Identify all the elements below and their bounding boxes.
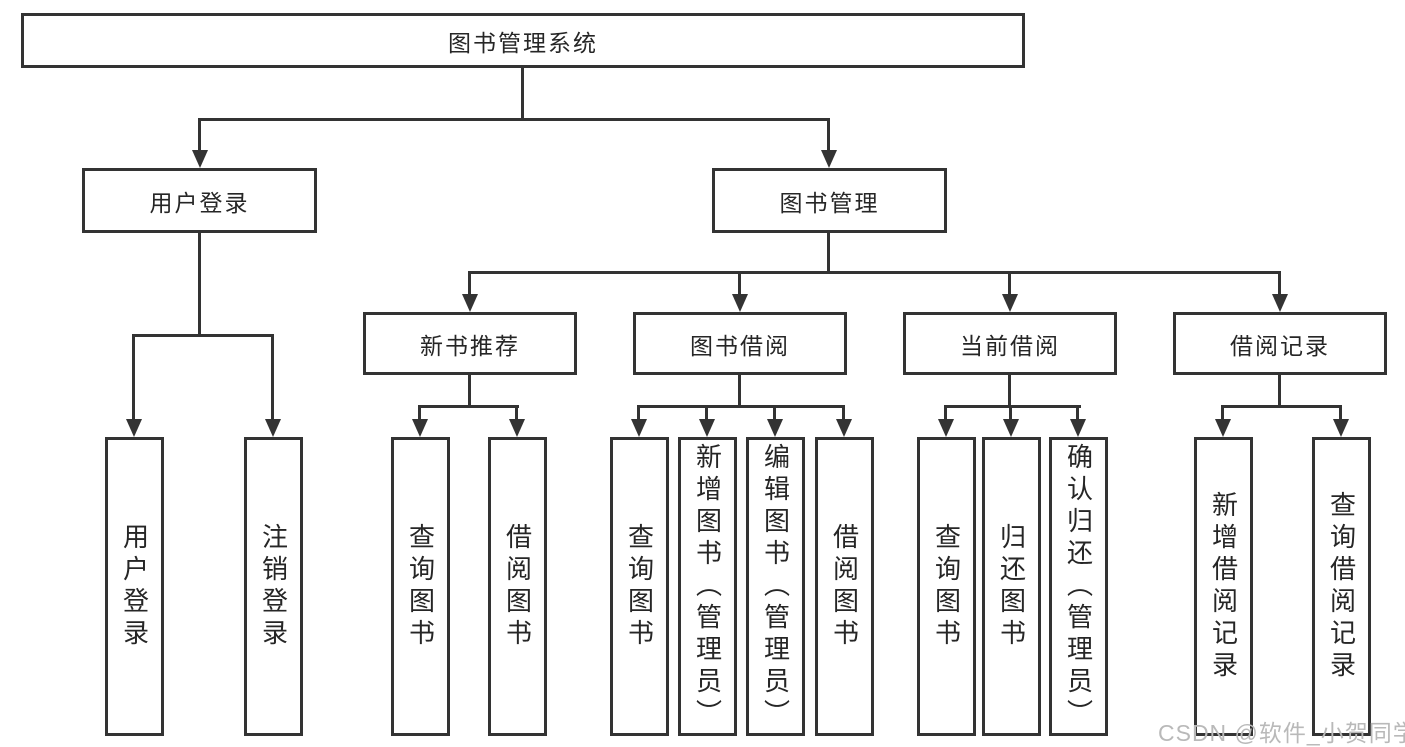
arrow-down-icon <box>631 419 647 437</box>
connector-user-login-branch <box>132 334 274 337</box>
connector-user-login-stem <box>198 233 201 336</box>
connector-leaf-drop <box>705 405 708 420</box>
arrow-down-icon <box>732 294 748 312</box>
leaf-user-login: 用户登录 <box>105 437 164 736</box>
connector-book-management-stem <box>827 233 830 273</box>
node-borrow-record: 借阅记录 <box>1173 312 1387 375</box>
connector-leaf-drop <box>1076 405 1079 420</box>
connector-borrow-record-branch <box>1221 405 1342 408</box>
leaf-return-book: 归还图书 <box>982 437 1041 736</box>
connector-leaf-drop <box>132 334 135 420</box>
connector-book-borrow-stem <box>738 375 741 407</box>
arrow-down-icon <box>836 419 852 437</box>
leaf-add-borrow-record: 新增借阅记录 <box>1194 437 1253 736</box>
connector-current-borrow-stem <box>1008 375 1011 407</box>
node-book-borrow: 图书借阅 <box>633 312 847 375</box>
node-new-book-recommend: 新书推荐 <box>363 312 577 375</box>
arrow-down-icon <box>938 419 954 437</box>
leaf-query-borrow-record: 查询借阅记录 <box>1312 437 1371 736</box>
arrow-down-icon <box>192 150 208 168</box>
connector-book-borrow-drop <box>738 271 741 295</box>
connector-new-book-drop <box>468 271 471 295</box>
leaf-edit-book-admin: 编辑图书（管理员） <box>746 437 805 736</box>
connector-new-book-stem <box>468 375 471 407</box>
leaf-label: 查询图书 <box>624 522 655 651</box>
arrow-down-icon <box>1215 419 1231 437</box>
connector-leaf-drop <box>773 405 776 420</box>
arrow-down-icon <box>1003 419 1019 437</box>
leaf-query-book-borrow: 查询图书 <box>610 437 669 736</box>
connector-leaf-drop <box>944 405 947 420</box>
connector-leaf-drop <box>1221 405 1224 420</box>
arrow-down-icon <box>1333 419 1349 437</box>
connector-current-borrow-drop <box>1008 271 1011 295</box>
csdn-watermark: CSDN @软件_小贺同学 <box>1158 720 1405 746</box>
connector-leaf-drop <box>271 334 274 420</box>
leaf-label: 查询图书 <box>405 522 436 651</box>
connector-leaf-drop <box>418 405 421 420</box>
arrow-down-icon <box>1272 294 1288 312</box>
connector-leaf-drop <box>515 405 518 420</box>
leaf-label: 借阅图书 <box>829 522 860 651</box>
connector-borrow-record-drop <box>1278 271 1281 295</box>
arrow-down-icon <box>412 419 428 437</box>
leaf-borrow-book-recommend: 借阅图书 <box>488 437 547 736</box>
connector-book-management-branch <box>468 271 1281 274</box>
connector-leaf-drop <box>1009 405 1012 420</box>
leaf-label: 用户登录 <box>119 522 150 651</box>
leaf-query-book-recommend: 查询图书 <box>391 437 450 736</box>
connector-leaf-drop <box>1339 405 1342 420</box>
leaf-label: 查询借阅记录 <box>1326 490 1357 683</box>
connector-new-book-branch <box>418 405 519 408</box>
connector-book-management-drop <box>827 118 830 150</box>
connector-leaf-drop <box>842 405 845 420</box>
leaf-label: 借阅图书 <box>502 522 533 651</box>
leaf-label: 新增图书（管理员） <box>692 442 723 731</box>
connector-leaf-drop <box>637 405 640 420</box>
leaf-query-book-current: 查询图书 <box>917 437 976 736</box>
arrow-down-icon <box>699 419 715 437</box>
arrow-down-icon <box>265 419 281 437</box>
connector-root-branch <box>198 118 830 121</box>
connector-root-stem <box>521 68 524 121</box>
leaf-label: 归还图书 <box>996 522 1027 651</box>
leaf-label: 编辑图书（管理员） <box>760 442 791 731</box>
connector-borrow-record-stem <box>1278 375 1281 407</box>
leaf-label: 新增借阅记录 <box>1208 490 1239 683</box>
leaf-label: 注销登录 <box>258 522 289 651</box>
arrow-down-icon <box>1070 419 1086 437</box>
node-user-login: 用户登录 <box>82 168 317 233</box>
arrow-down-icon <box>462 294 478 312</box>
arrow-down-icon <box>821 150 837 168</box>
arrow-down-icon <box>1002 294 1018 312</box>
leaf-logout: 注销登录 <box>244 437 303 736</box>
leaf-add-book-admin: 新增图书（管理员） <box>678 437 737 736</box>
leaf-label: 确认归还（管理员） <box>1063 442 1094 731</box>
node-current-borrow: 当前借阅 <box>903 312 1117 375</box>
leaf-borrow-book: 借阅图书 <box>815 437 874 736</box>
connector-current-borrow-branch <box>944 405 1081 408</box>
connector-book-borrow-branch <box>637 405 845 408</box>
node-book-management: 图书管理 <box>712 168 947 233</box>
node-library-management-system: 图书管理系统 <box>21 13 1025 68</box>
arrow-down-icon <box>767 419 783 437</box>
connector-user-login-drop <box>198 118 201 150</box>
arrow-down-icon <box>509 419 525 437</box>
leaf-label: 查询图书 <box>931 522 962 651</box>
leaf-confirm-return-admin: 确认归还（管理员） <box>1049 437 1108 736</box>
arrow-down-icon <box>126 419 142 437</box>
